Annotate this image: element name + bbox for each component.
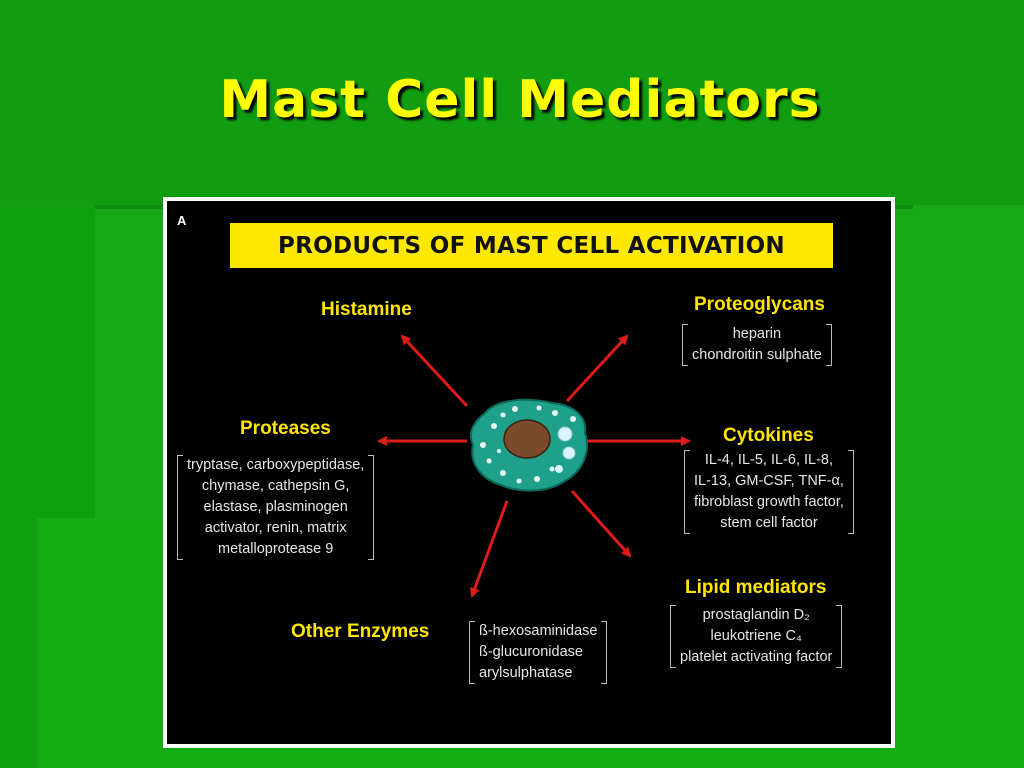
arrow-to-other-enzymes xyxy=(470,500,509,598)
arrow-to-histamine xyxy=(400,334,469,408)
list-item: prostaglandin D₂ xyxy=(702,607,810,623)
other-enzymes-list: ß-hexosaminidase ß-glucuronidase arylsul… xyxy=(469,621,608,684)
figure-banner: PRODUCTS OF MAST CELL ACTIVATION xyxy=(230,223,833,268)
list-item: IL-4, IL-5, IL-6, IL-8, xyxy=(704,452,834,468)
category-histamine: Histamine xyxy=(321,299,412,320)
arrow-to-proteoglycans xyxy=(565,334,629,403)
proteases-list: tryptase, carboxypeptidase, chymase, cat… xyxy=(177,455,375,560)
list-item: chymase, cathepsin G, xyxy=(201,478,350,494)
lipid-mediators-list: prostaglandin D₂ leukotriene C₄ platelet… xyxy=(670,605,843,668)
list-item: activator, renin, matrix xyxy=(204,520,347,536)
list-item: platelet activating factor xyxy=(680,649,833,665)
list-item: arylsulphatase xyxy=(479,665,573,681)
mast-cell-figure: A PRODUCTS OF MAST CELL ACTIVATION Hista… xyxy=(167,201,891,744)
list-item: stem cell factor xyxy=(720,515,818,531)
figure-frame: A PRODUCTS OF MAST CELL ACTIVATION Hista… xyxy=(163,197,895,748)
list-item: heparin xyxy=(732,326,782,342)
category-lipid-mediators: Lipid mediators xyxy=(685,577,827,598)
background-top xyxy=(0,0,1024,205)
list-item: elastase, plasminogen xyxy=(203,499,348,515)
list-item: ß-glucuronidase xyxy=(479,644,583,660)
nucleus xyxy=(503,419,551,459)
list-item: ß-hexosaminidase xyxy=(479,623,598,639)
list-item: IL-13, GM-CSF, TNF-α, xyxy=(694,473,844,489)
list-item: tryptase, carboxypeptidase, xyxy=(187,457,365,473)
list-item: leukotriene C₄ xyxy=(710,628,802,644)
panel-letter: A xyxy=(177,213,187,228)
diagram-graphics xyxy=(377,334,691,598)
slide-title: Mast Cell Mediators xyxy=(219,70,821,130)
category-cytokines: Cytokines xyxy=(723,425,814,446)
list-item: metalloprotease 9 xyxy=(218,541,334,557)
banner-text: PRODUCTS OF MAST CELL ACTIVATION xyxy=(278,232,785,259)
category-other-enzymes: Other Enzymes xyxy=(291,621,430,642)
category-proteoglycans: Proteoglycans xyxy=(694,294,825,315)
mast-cell-icon xyxy=(469,398,588,492)
proteoglycans-list: heparin chondroitin sulphate xyxy=(682,324,832,366)
category-proteases: Proteases xyxy=(240,418,331,439)
arrow-to-lipid-mediators xyxy=(570,490,632,558)
cytokines-list: IL-4, IL-5, IL-6, IL-8, IL-13, GM-CSF, T… xyxy=(684,450,854,534)
list-item: fibroblast growth factor, xyxy=(694,494,844,510)
list-item: chondroitin sulphate xyxy=(692,347,822,363)
